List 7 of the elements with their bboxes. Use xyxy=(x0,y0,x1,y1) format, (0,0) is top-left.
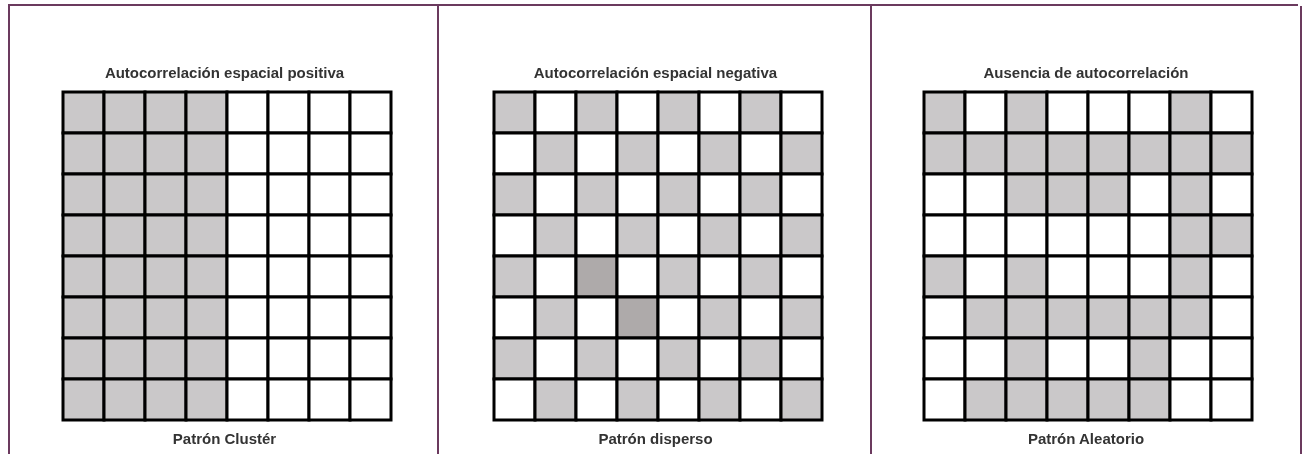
panel-heading: Autocorrelación espacial positiva xyxy=(103,64,346,81)
pattern-caption: Patrón Clustér xyxy=(171,430,278,447)
panel-heading: Autocorrelación espacial negativa xyxy=(532,64,779,81)
panel xyxy=(870,6,1302,454)
pattern-caption: Patrón Aleatorio xyxy=(1026,430,1146,447)
panel-heading: Ausencia de autocorrelación xyxy=(982,64,1190,81)
pattern-caption: Patrón disperso xyxy=(597,430,714,447)
